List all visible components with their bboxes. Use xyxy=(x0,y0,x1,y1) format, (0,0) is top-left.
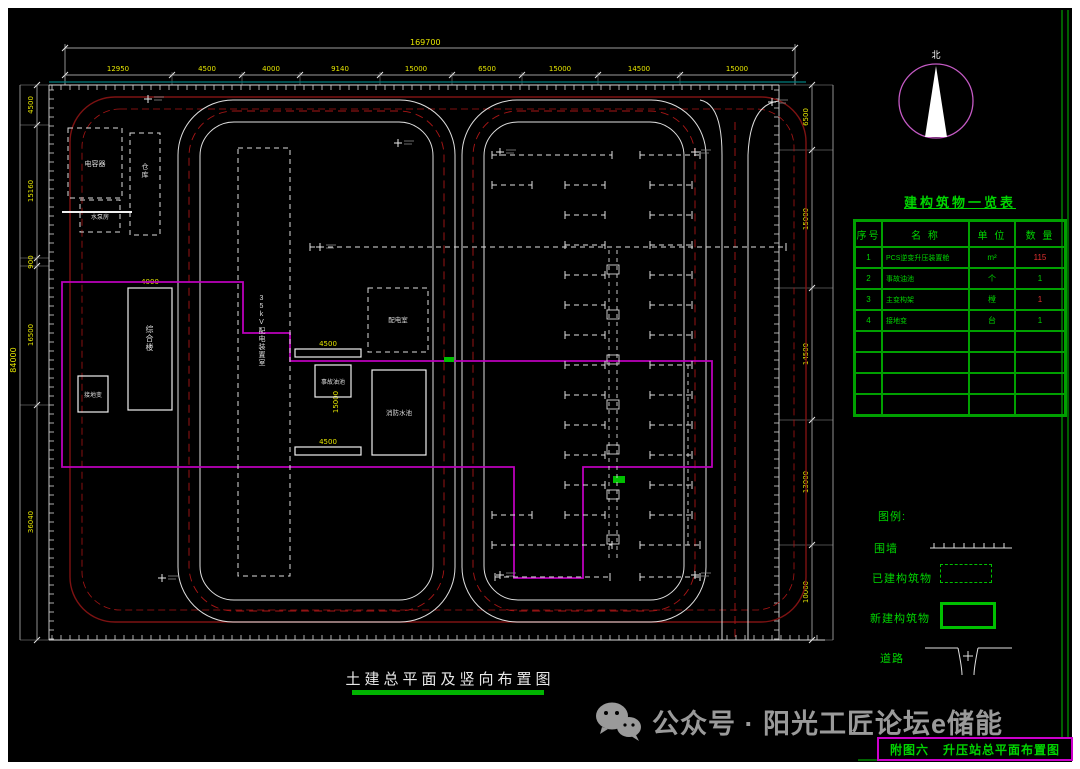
svg-text:15000: 15000 xyxy=(405,65,427,73)
new-buildings xyxy=(62,211,427,456)
svg-text:15000: 15000 xyxy=(549,65,571,73)
svg-text:900: 900 xyxy=(27,255,35,268)
wechat-icon xyxy=(596,702,641,741)
equipment-rows xyxy=(309,151,787,581)
table-row-empty xyxy=(855,394,1065,415)
svg-text:4500: 4500 xyxy=(319,340,337,348)
green-marker xyxy=(444,357,454,362)
legend-title: 图例: xyxy=(878,511,907,523)
north-label: 北 xyxy=(931,50,940,61)
svg-text:15000: 15000 xyxy=(726,65,748,73)
svg-text:10000: 10000 xyxy=(802,581,810,603)
label-capacitor: 电容器 xyxy=(85,159,106,168)
svg-text:16500: 16500 xyxy=(27,324,35,346)
structures-table-title: 建构筑物一览表 xyxy=(903,195,1016,210)
label-dist-room: 配电室 xyxy=(388,315,408,324)
svg-text:36040: 36040 xyxy=(27,511,35,533)
legend-existing-label: 已建构筑物 xyxy=(872,573,932,585)
legend-new-label: 新建构筑物 xyxy=(870,613,930,625)
structures-table: 建构筑物一览表 序号 名 称 单 位 数 量 1 PCS逆变升压装置舱 m² 1… xyxy=(853,192,1067,417)
svg-text:14500: 14500 xyxy=(628,65,650,73)
green-marker xyxy=(613,476,625,483)
table-row: 3 主变构架 樘 1 xyxy=(855,289,1065,310)
watermark-text: 公众号 · 阳光工匠论坛e储能 xyxy=(652,708,1004,739)
table-row: 2 事故油池 个 1 xyxy=(855,268,1065,289)
table-row: 4 接地变 台 1 xyxy=(855,310,1065,331)
figure-title-box: 附图六 升压站总平面布置图 xyxy=(877,737,1073,761)
figure-title: 升压站总平面布置图 xyxy=(943,742,1061,757)
svg-text:4500: 4500 xyxy=(27,96,35,114)
label-main-building: 综合楼 xyxy=(145,325,154,352)
north-arrow: 北 xyxy=(898,50,974,139)
legend-existing-symbol xyxy=(940,564,992,583)
svg-text:4000: 4000 xyxy=(262,65,280,73)
drawing-title: 土建总平面及竖向布置图 xyxy=(345,671,555,688)
legend-symbols xyxy=(925,543,1012,676)
dimension-chains: 169700 12950 4500 4000 9140 15000 6500 1… xyxy=(9,38,834,644)
roads xyxy=(69,96,807,640)
coordinate-markers xyxy=(144,95,788,582)
legend-road-label: 道路 xyxy=(880,653,904,665)
existing-buildings xyxy=(67,127,429,577)
drawing-title-underline xyxy=(352,690,544,695)
legend-new-symbol xyxy=(940,602,996,629)
buildings: 电容器 水泵房 配电室 接地变 消防水池 事故油池 xyxy=(62,127,625,577)
legend-road-symbol xyxy=(925,647,1012,676)
site-boundary-fence xyxy=(48,81,825,641)
label-hv-switch-room: 35kV配电装置室 xyxy=(258,295,265,367)
new-build-boundary xyxy=(61,281,713,579)
table-row-empty xyxy=(855,373,1065,394)
svg-text:4500: 4500 xyxy=(319,438,337,446)
svg-text:15160: 15160 xyxy=(27,180,35,202)
label-warehouse: 仓库 xyxy=(141,163,148,179)
drawing-canvas xyxy=(8,8,1072,762)
svg-text:4500: 4500 xyxy=(198,65,216,73)
svg-text:84000: 84000 xyxy=(9,347,18,372)
table-row-empty xyxy=(855,331,1065,352)
dimension-values: 169700 12950 4500 4000 9140 15000 6500 1… xyxy=(9,38,810,603)
building-labels: 电容器 水泵房 配电室 接地变 消防水池 事故油池 xyxy=(84,159,413,417)
figure-number: 附图六 xyxy=(889,742,929,757)
watermark: 公众号 · 阳光工匠论坛e储能 xyxy=(594,700,1003,742)
svg-text:6500: 6500 xyxy=(478,65,496,73)
label-fire-pool: 消防水池 xyxy=(386,408,413,417)
svg-text:6500: 6500 xyxy=(802,108,810,126)
legend-wall-label: 围墙 xyxy=(874,543,898,555)
table-row: 1 PCS逆变升压装置舱 m² 115 xyxy=(855,247,1065,268)
table-header-row: 序号 名 称 单 位 数 量 xyxy=(855,221,1065,247)
label-ground-transformer: 接地变 xyxy=(84,391,102,399)
table-row-empty xyxy=(855,352,1065,373)
svg-text:169700: 169700 xyxy=(410,38,441,47)
svg-text:12950: 12950 xyxy=(107,65,129,73)
svg-text:9140: 9140 xyxy=(331,65,349,73)
label-oil-pit: 事故油池 xyxy=(321,378,345,386)
svg-text:15000: 15000 xyxy=(332,391,340,413)
label-pump-house: 水泵房 xyxy=(91,213,109,221)
cable-trench xyxy=(606,250,689,560)
